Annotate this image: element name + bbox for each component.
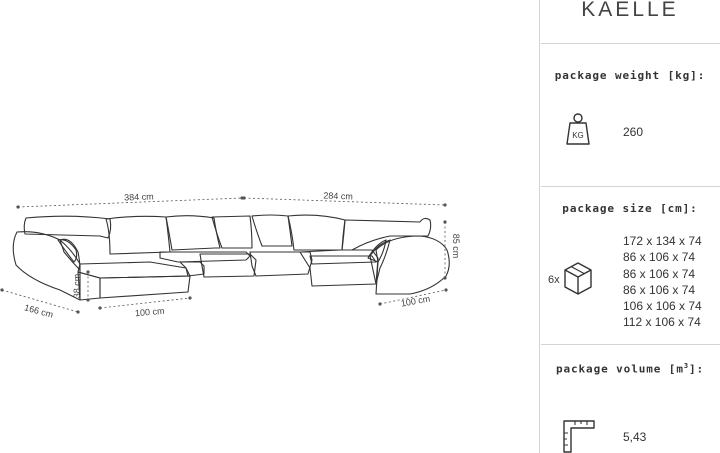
package-size-item: 112 x 106 x 74 bbox=[623, 315, 701, 330]
package-size-item: 106 x 106 x 74 bbox=[623, 299, 702, 314]
dimline-total-width bbox=[17, 197, 243, 208]
package-volume-value: 5,43 bbox=[623, 430, 647, 444]
back-cushion-1 bbox=[23, 215, 112, 239]
seat-right bbox=[299, 249, 379, 287]
right-armrest-outer bbox=[375, 235, 450, 295]
volume-ruler-icon bbox=[563, 420, 595, 453]
dimline-chaise-width bbox=[99, 297, 191, 309]
package-size-item: 86 x 106 x 74 bbox=[623, 266, 696, 281]
chaise-top bbox=[77, 261, 191, 279]
package-size-heading: package size [cm]: bbox=[562, 202, 698, 215]
panel-divider bbox=[539, 0, 540, 453]
dim-label-end-depth: 100 cm bbox=[400, 294, 431, 309]
box-icon bbox=[564, 262, 592, 295]
left-armrest-outer bbox=[12, 231, 81, 301]
back-cushions bbox=[23, 214, 432, 255]
seat-modules bbox=[159, 249, 379, 287]
dim-label-depth: 166 cm bbox=[23, 302, 54, 319]
back-cushion-3 bbox=[165, 215, 221, 251]
right-pillow bbox=[367, 239, 387, 263]
right-armrest bbox=[367, 235, 450, 295]
left-pillow bbox=[57, 239, 78, 263]
chaise-front bbox=[99, 275, 191, 299]
back-cushion-7 bbox=[341, 217, 432, 251]
back-cushion-5 bbox=[251, 214, 293, 247]
dim-label-right-width: 284 cm bbox=[323, 190, 353, 201]
package-size-item: 86 x 106 x 74 bbox=[623, 250, 696, 265]
package-volume-heading: package volume [m3]: bbox=[555, 362, 705, 376]
dim-label-total-width: 384 cm bbox=[124, 191, 154, 202]
right-armrest-inner bbox=[369, 239, 391, 285]
package-size-list: 172 x 134 x 74 86 x 106 x 74 86 x 106 x … bbox=[623, 233, 702, 331]
sofa-diagram: 384 cm 284 cm 85 cm 166 cm 38 cm 100 cm … bbox=[0, 190, 461, 320]
dimline-right-width bbox=[243, 197, 446, 206]
dim-label-height: 85 cm bbox=[451, 234, 461, 259]
seat-middle-front-1 bbox=[179, 261, 205, 277]
back-cushion-6 bbox=[287, 214, 346, 251]
section-divider bbox=[541, 43, 720, 44]
package-weight-value: 260 bbox=[623, 125, 644, 139]
svg-text:KG: KG bbox=[572, 131, 584, 140]
dim-label-seat-height: 38 cm bbox=[72, 274, 82, 299]
brand-title: KAELLE bbox=[581, 0, 679, 21]
package-count: 6x bbox=[548, 274, 560, 286]
dim-label-chaise-width: 100 cm bbox=[135, 306, 165, 319]
package-weight-heading: package weight [kg]: bbox=[554, 69, 706, 82]
back-cushion-2 bbox=[105, 215, 171, 255]
package-size-item: 172 x 134 x 74 bbox=[623, 234, 702, 248]
kg-weight-icon: KG bbox=[566, 113, 590, 145]
seat-right-front bbox=[309, 255, 377, 265]
chaise-module bbox=[77, 261, 191, 301]
chaise-side bbox=[77, 271, 101, 301]
section-divider bbox=[541, 186, 720, 187]
back-cushion-4 bbox=[211, 215, 253, 249]
package-size-item: 86 x 106 x 74 bbox=[623, 282, 696, 297]
left-armrest bbox=[12, 231, 81, 301]
section-divider bbox=[541, 344, 720, 345]
seat-middle-1 bbox=[159, 251, 251, 263]
left-armrest-inner bbox=[59, 238, 81, 271]
seat-middle-2 bbox=[199, 253, 257, 278]
